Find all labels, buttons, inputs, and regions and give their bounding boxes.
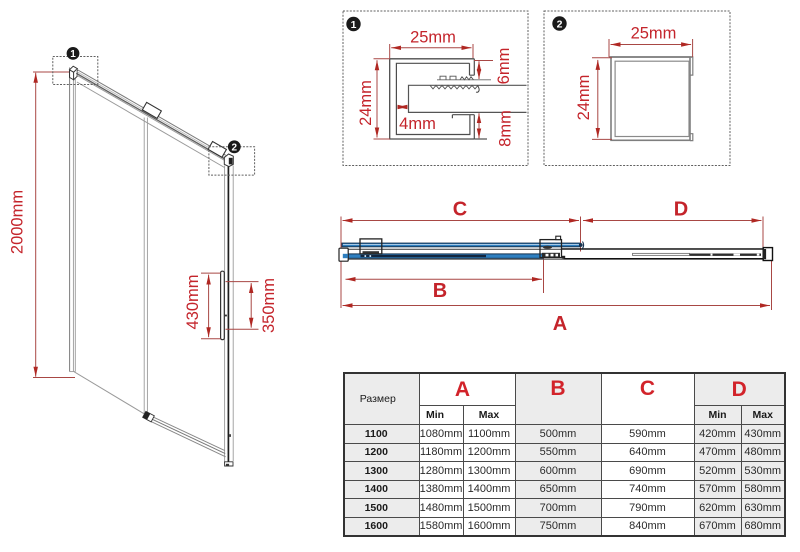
svg-text:A: A <box>553 313 567 335</box>
svg-text:C: C <box>453 198 467 220</box>
svg-text:25mm: 25mm <box>410 29 456 47</box>
svg-text:2: 2 <box>557 19 563 31</box>
svg-text:2000mm: 2000mm <box>9 190 27 254</box>
svg-text:6mm: 6mm <box>495 48 513 85</box>
svg-text:8mm: 8mm <box>497 110 515 147</box>
svg-text:350mm: 350mm <box>260 278 278 333</box>
svg-text:25mm: 25mm <box>631 24 677 42</box>
svg-text:430mm: 430mm <box>184 274 202 329</box>
svg-text:24mm: 24mm <box>357 80 375 126</box>
svg-text:1: 1 <box>70 49 76 60</box>
svg-text:B: B <box>433 280 447 302</box>
svg-text:4mm: 4mm <box>399 115 436 133</box>
svg-text:1: 1 <box>351 19 357 31</box>
svg-text:24mm: 24mm <box>575 75 593 121</box>
svg-text:D: D <box>674 198 688 220</box>
svg-text:2: 2 <box>232 142 238 153</box>
